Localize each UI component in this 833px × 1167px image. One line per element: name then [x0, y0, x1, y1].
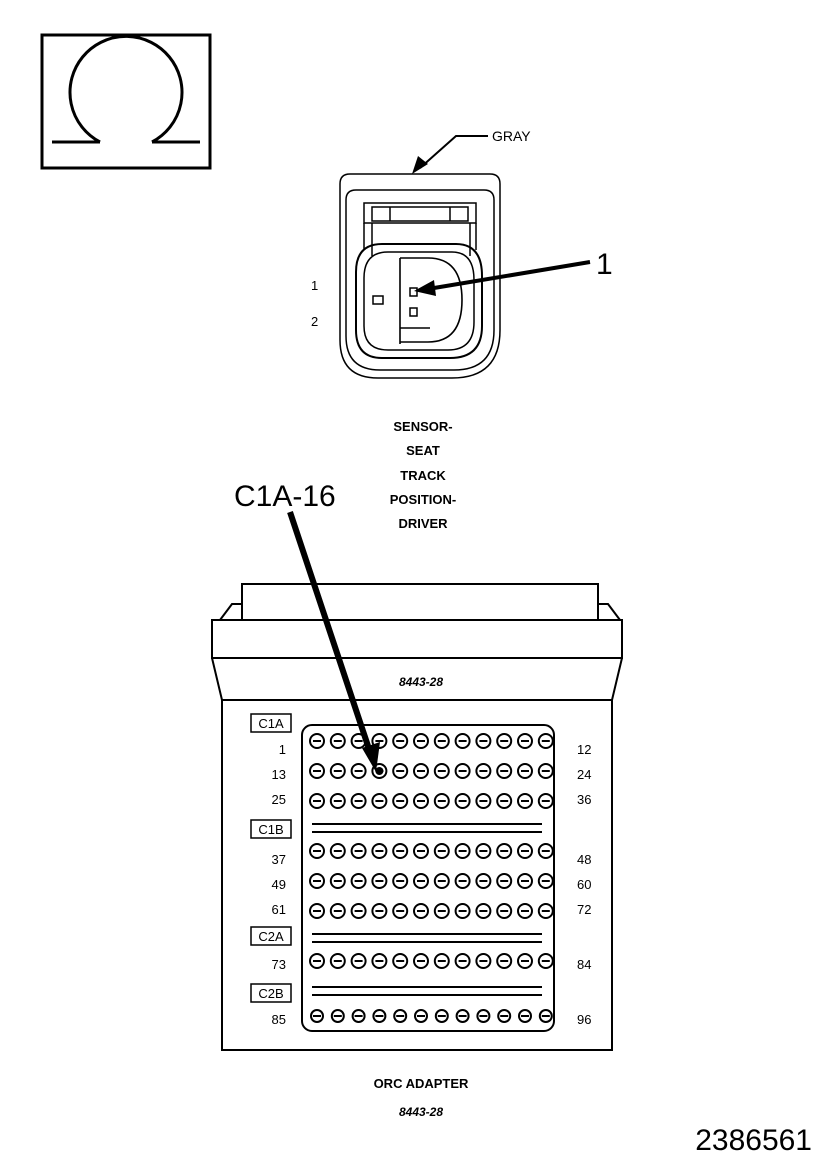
group-separators	[312, 823, 542, 996]
wire-color-callout: GRAY	[412, 128, 531, 174]
sensor-name-line: DRIVER	[398, 516, 448, 531]
adapter-part-number: 8443-28	[399, 675, 443, 689]
adapter-caption-part: 8443-28	[399, 1105, 443, 1119]
row-start-number: 13	[272, 767, 286, 782]
sensor-pin-label: 2	[311, 314, 318, 329]
row-end-number: 72	[577, 902, 591, 917]
row-start-number: 49	[272, 877, 286, 892]
sensor-pin-label: 1	[311, 278, 318, 293]
sensor-name-line: POSITION-	[390, 492, 456, 507]
group-label: C2A	[258, 929, 284, 944]
sensor-name-line: TRACK	[400, 468, 446, 483]
adapter-pin-callout: C1A-16	[234, 480, 380, 772]
figure-id: 2386561	[695, 1124, 812, 1157]
row-end-number: 84	[577, 957, 591, 972]
row-end-number: 48	[577, 852, 591, 867]
row-end-number: 12	[577, 742, 591, 757]
sensor-connector	[339, 173, 501, 379]
row-start-number: 37	[272, 852, 286, 867]
row-start-number: 61	[272, 902, 286, 917]
adapter-pin-grid	[309, 733, 554, 1023]
wire-color-label: GRAY	[492, 128, 531, 144]
row-start-number: 73	[272, 957, 286, 972]
adapter-group-C2B: C2B	[250, 983, 292, 1003]
group-label: C2B	[258, 986, 283, 1001]
row-start-number: 85	[272, 1012, 286, 1027]
adapter-group-C1B: C1B	[250, 819, 292, 839]
row-end-number: 96	[577, 1012, 591, 1027]
sensor-name-line: SENSOR-	[393, 419, 452, 434]
highlighted-pin	[375, 767, 384, 775]
row-end-number: 60	[577, 877, 591, 892]
ohmmeter-icon	[40, 33, 212, 170]
adapter-caption-title: ORC ADAPTER	[374, 1076, 469, 1091]
row-start-number: 25	[272, 792, 286, 807]
orc-adapter-body	[211, 583, 623, 1051]
row-end-number: 24	[577, 767, 591, 782]
sensor-name: SENSOR- SEAT TRACK POSITION- DRIVER	[390, 419, 456, 531]
adapter-group-C1A: C1A	[250, 713, 292, 733]
sensor-name-line: SEAT	[406, 443, 440, 458]
row-end-number: 36	[577, 792, 591, 807]
sensor-callout-number: 1	[596, 248, 613, 281]
group-label: C1B	[258, 822, 283, 837]
sensor-pin-callout: 1	[414, 248, 613, 296]
group-label: C1A	[258, 716, 284, 731]
adapter-group-C2A: C2A	[250, 926, 292, 946]
adapter-callout-label: C1A-16	[234, 480, 336, 513]
row-start-number: 1	[279, 742, 286, 757]
